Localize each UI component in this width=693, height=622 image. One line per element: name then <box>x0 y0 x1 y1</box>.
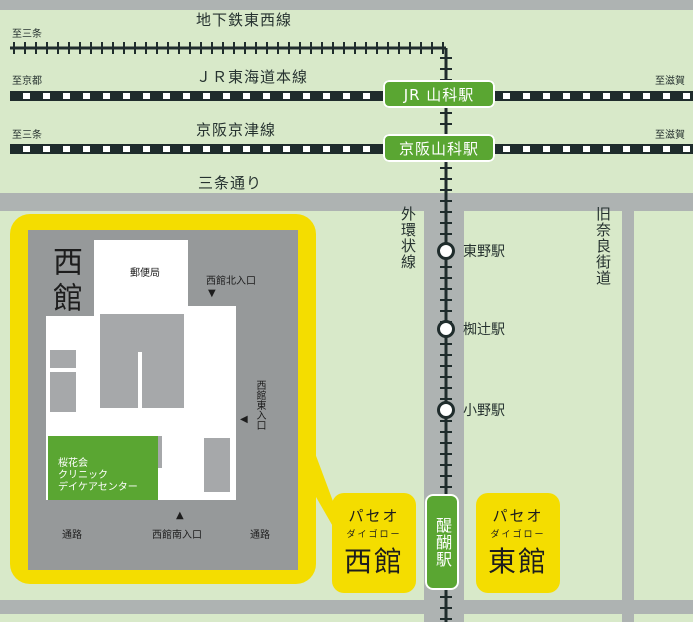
inset-block-5 <box>50 372 76 412</box>
paseo-east-top: パセオ <box>492 507 544 525</box>
paseo-east-sub: ダイゴロー <box>490 530 546 540</box>
north-entrance-arrow: ▼ <box>208 288 216 299</box>
post-office-label: 郵便局 <box>130 268 160 279</box>
direction-shiga-1: 至滋賀 <box>655 76 685 87</box>
sanjo-dori-road <box>0 193 693 211</box>
jr-line <box>10 91 693 101</box>
south-entrance-label: 西館南入口 <box>152 530 202 541</box>
paseo-east-building: パセオ ダイゴロー 東館 <box>476 493 560 593</box>
inset-block-2 <box>100 352 138 408</box>
jr-line-label: ＪＲ東海道本線 <box>196 68 309 86</box>
inset-block-3 <box>142 352 184 408</box>
subway-line-label: 地下鉄東西線 <box>196 11 293 29</box>
direction-sanjo-top: 至三条 <box>12 29 42 40</box>
bottom-road <box>0 600 693 614</box>
east-entrance-label: 西館東入口 <box>254 380 265 430</box>
nagitsuji-station-dot <box>437 320 455 338</box>
clinic-label: 桜花会 クリニック デイケアセンター <box>58 458 138 493</box>
ono-station-label: 小野駅 <box>463 403 505 419</box>
keihan-line <box>10 144 693 154</box>
direction-shiga-2: 至滋賀 <box>655 130 685 141</box>
keihan-yamashina-station: 京阪山科駅 <box>383 134 495 162</box>
paseo-west-main: 西館 <box>343 545 404 578</box>
road-right-label: 通路 <box>250 530 270 541</box>
nishikan-title: 西館 <box>47 246 82 318</box>
inset-block-4 <box>50 350 76 368</box>
paseo-west-sub: ダイゴロー <box>346 530 402 540</box>
ono-station-dot <box>437 401 455 419</box>
direction-kyoto: 至京都 <box>12 76 42 87</box>
sanjo-dori-label: 三条通り <box>198 174 263 192</box>
higashino-station-dot <box>437 242 455 260</box>
inset-block-1 <box>100 314 184 352</box>
nagitsuji-station-label: 椥辻駅 <box>463 322 505 338</box>
higashino-station-label: 東野駅 <box>463 244 505 260</box>
paseo-west-building: パセオ ダイゴロー 西館 <box>332 493 416 593</box>
inset-block-7 <box>204 438 230 492</box>
paseo-east-main: 東館 <box>487 545 548 578</box>
top-road <box>0 0 693 10</box>
clinic-block <box>48 436 158 500</box>
old-nara-road <box>622 193 634 622</box>
road-left-label: 通路 <box>62 530 82 541</box>
nishikan-building-outline <box>46 240 236 500</box>
jr-yamashina-station: JR 山科駅 <box>383 80 495 108</box>
paseo-west-top: パセオ <box>348 507 400 525</box>
nishikan-inset: 西館 郵便局 西館北入口 ▼ 桜花会 クリニック デイケアセンター 西館東入口 … <box>28 230 298 570</box>
direction-sanjo-keihan: 至三条 <box>12 130 42 141</box>
keihan-line-label: 京阪京津線 <box>196 121 277 139</box>
south-entrance-arrow: ▲ <box>176 510 184 521</box>
north-entrance-label: 西館北入口 <box>206 276 256 287</box>
daigo-station: 醍醐駅 <box>425 494 459 590</box>
outer-loop-label: 外環状線 <box>399 206 417 270</box>
old-nara-label: 旧奈良街道 <box>594 206 612 286</box>
east-entrance-arrow: ◀ <box>240 414 248 425</box>
